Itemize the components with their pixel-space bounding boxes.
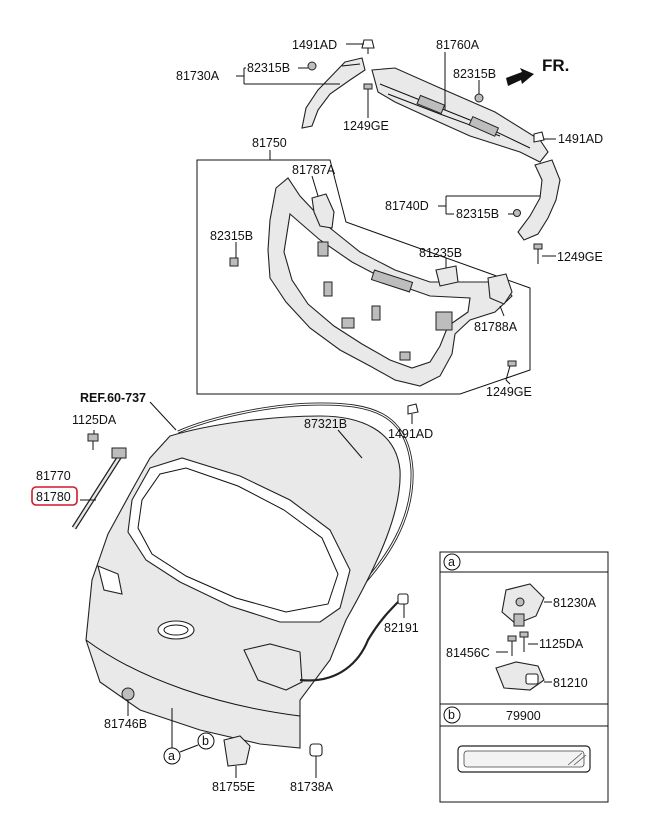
detail-labels: a b 81230A 81456C 1125DA 81210 79900: [443, 553, 597, 724]
callout-a-circle: [163, 747, 181, 765]
callout-b-circle: [197, 732, 215, 750]
label-81755E: 81755E: [212, 780, 255, 794]
label-81456C: 81456C: [446, 646, 490, 660]
label-ref-60-737: REF.60-737: [80, 391, 146, 405]
detail-a-circle: [443, 553, 461, 571]
label-1249GE-top: 1249GE: [343, 119, 389, 133]
bumper-81746B: [121, 687, 135, 701]
label-81787A: 81787A: [292, 163, 336, 177]
clip-81235B: [435, 265, 459, 287]
label-81788A: 81788A: [474, 320, 518, 334]
callout-a: a: [168, 749, 175, 763]
nut-82315B-left: [229, 257, 239, 267]
label-1491AD-top: 1491AD: [292, 38, 337, 52]
clip-1491AD-lower: [407, 403, 419, 415]
upper-trim-81760A: [371, 67, 549, 163]
nut-82315B-topleft: [307, 61, 317, 71]
inner-trim-panel: [267, 177, 513, 387]
bracket-81755E: [223, 735, 251, 767]
label-82315B-mid: 82315B: [456, 207, 499, 221]
leaders-detail: [496, 601, 552, 683]
screw-1249GE-top: [363, 83, 373, 104]
label-1491AD-right: 1491AD: [558, 132, 603, 146]
callout-b: b: [202, 734, 209, 748]
label-79900: 79900: [506, 709, 541, 723]
label-81746B: 81746B: [104, 717, 147, 731]
clip-1491AD-right: [533, 131, 545, 143]
part-labels: 1491AD 81760A 81730A 82315B 82315B 1249G…: [31, 38, 603, 794]
actuator-81210: [495, 661, 545, 691]
detail-b-circle: [443, 706, 461, 724]
front-direction-arrow: [506, 68, 534, 86]
bracket-81787A: [311, 193, 335, 229]
label-1125DA-detail: 1125DA: [539, 637, 584, 651]
tailgate-panel: [85, 415, 401, 749]
label-87321B: 87321B: [304, 417, 347, 431]
bracket-81788A: [487, 273, 513, 305]
label-1249GE-lower: 1249GE: [486, 385, 532, 399]
side-trim-81730A: [301, 57, 366, 129]
bolt-1125DA-left: [87, 433, 99, 450]
label-1125DA-left: 1125DA: [72, 413, 117, 427]
stopper-81738A: [309, 743, 323, 757]
leaders-top: [236, 43, 556, 257]
detail-b-marker: b: [448, 708, 455, 722]
weatherstrip-87321B: [177, 402, 414, 594]
leaders-lower: [80, 401, 405, 778]
label-1249GE-right: 1249GE: [557, 250, 603, 264]
label-81738A: 81738A: [290, 780, 334, 794]
detail-a-marker: a: [448, 555, 455, 569]
latch-81230A: [501, 583, 545, 627]
label-81230A: 81230A: [553, 596, 597, 610]
grommet-82191: [397, 593, 409, 605]
switch-81456C: [507, 635, 517, 656]
label-81750: 81750: [252, 136, 287, 150]
label-82315B-left: 82315B: [210, 229, 253, 243]
highlight-81780: [31, 486, 78, 506]
label-81730A: 81730A: [176, 69, 220, 83]
label-81210: 81210: [553, 676, 588, 690]
leaders-middle: [235, 175, 511, 424]
label-81770: 81770: [36, 469, 71, 483]
clip-1491AD-top: [361, 39, 375, 54]
nut-82315B-mid: [513, 209, 521, 217]
label-82315B-topleft: 82315B: [247, 61, 290, 75]
label-82191: 82191: [384, 621, 419, 635]
screw-1249GE-right: [533, 243, 543, 264]
nut-82315B-topright: [474, 93, 484, 103]
label-fr: FR.: [542, 56, 569, 75]
label-81740D: 81740D: [385, 199, 429, 213]
screw-1249GE-lower: [505, 360, 517, 381]
emblem-79900: [457, 745, 591, 773]
gas-lifter-81770: [71, 447, 127, 530]
label-81235B: 81235B: [419, 246, 462, 260]
label-82315B-topright: 82315B: [453, 67, 496, 81]
label-81780: 81780: [36, 490, 71, 504]
label-1491AD-lower: 1491AD: [388, 427, 433, 441]
trim-panel-group-81750: [196, 150, 531, 395]
bolt-1125DA-detail: [519, 631, 529, 652]
wire-harness: [299, 597, 403, 682]
label-81760A: 81760A: [436, 38, 480, 52]
side-trim-81740D: [517, 159, 561, 241]
